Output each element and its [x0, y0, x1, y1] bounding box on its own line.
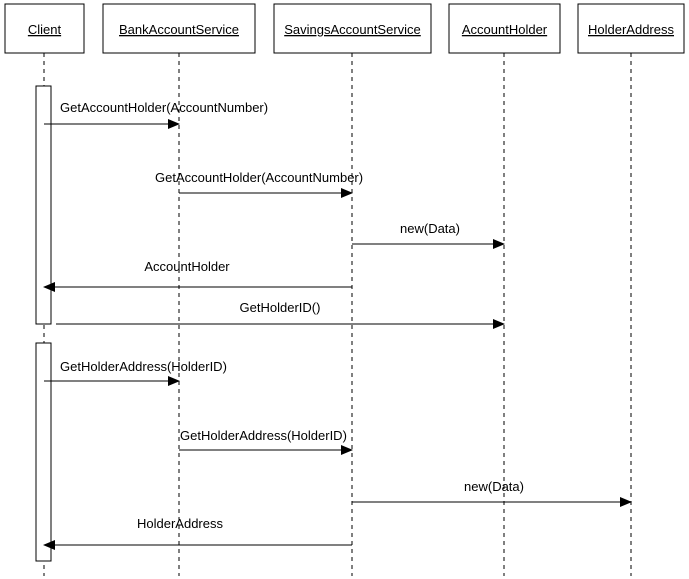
message-label: HolderAddress: [137, 516, 223, 531]
message-2: GetAccountHolder(AccountNumber): [155, 170, 363, 198]
message-1: GetAccountHolder(AccountNumber): [44, 100, 268, 129]
participant-label: BankAccountService: [119, 22, 239, 37]
message-label: GetAccountHolder(AccountNumber): [60, 100, 268, 115]
activation-bar: [35, 342, 52, 562]
participant-box: [273, 3, 432, 54]
participant-bank-account-service: BankAccountService: [102, 3, 256, 54]
participant-box: [4, 3, 85, 54]
message-7: GetHolderAddress(HolderID): [179, 428, 353, 455]
message-3: new(Data): [352, 221, 505, 249]
participant-client: Client: [4, 3, 85, 54]
message-label: new(Data): [400, 221, 460, 236]
participant-box: [102, 3, 256, 54]
message-6: GetHolderAddress(HolderID): [44, 359, 227, 386]
participant-label: SavingsAccountService: [284, 22, 421, 37]
message-label: new(Data): [464, 479, 524, 494]
participant-holder-address: HolderAddress: [577, 3, 685, 54]
activation-bar: [35, 85, 52, 325]
message-label: AccountHolder: [144, 259, 230, 274]
message-label: GetHolderAddress(HolderID): [60, 359, 227, 374]
participant-label: HolderAddress: [588, 22, 674, 37]
participant-savings-account-service: SavingsAccountService: [273, 3, 432, 54]
message-label: GetAccountHolder(AccountNumber): [155, 170, 363, 185]
message-8: new(Data): [352, 479, 632, 507]
message-label: GetHolderID(): [240, 300, 321, 315]
message-4: AccountHolder: [43, 259, 352, 292]
participant-account-holder: AccountHolder: [448, 3, 561, 54]
message-5: GetHolderID(): [56, 300, 505, 329]
message-label: GetHolderAddress(HolderID): [180, 428, 347, 443]
participant-label: Client: [28, 22, 62, 37]
participant-box: [448, 3, 561, 54]
participant-label: AccountHolder: [462, 22, 548, 37]
message-9: HolderAddress: [43, 516, 352, 550]
